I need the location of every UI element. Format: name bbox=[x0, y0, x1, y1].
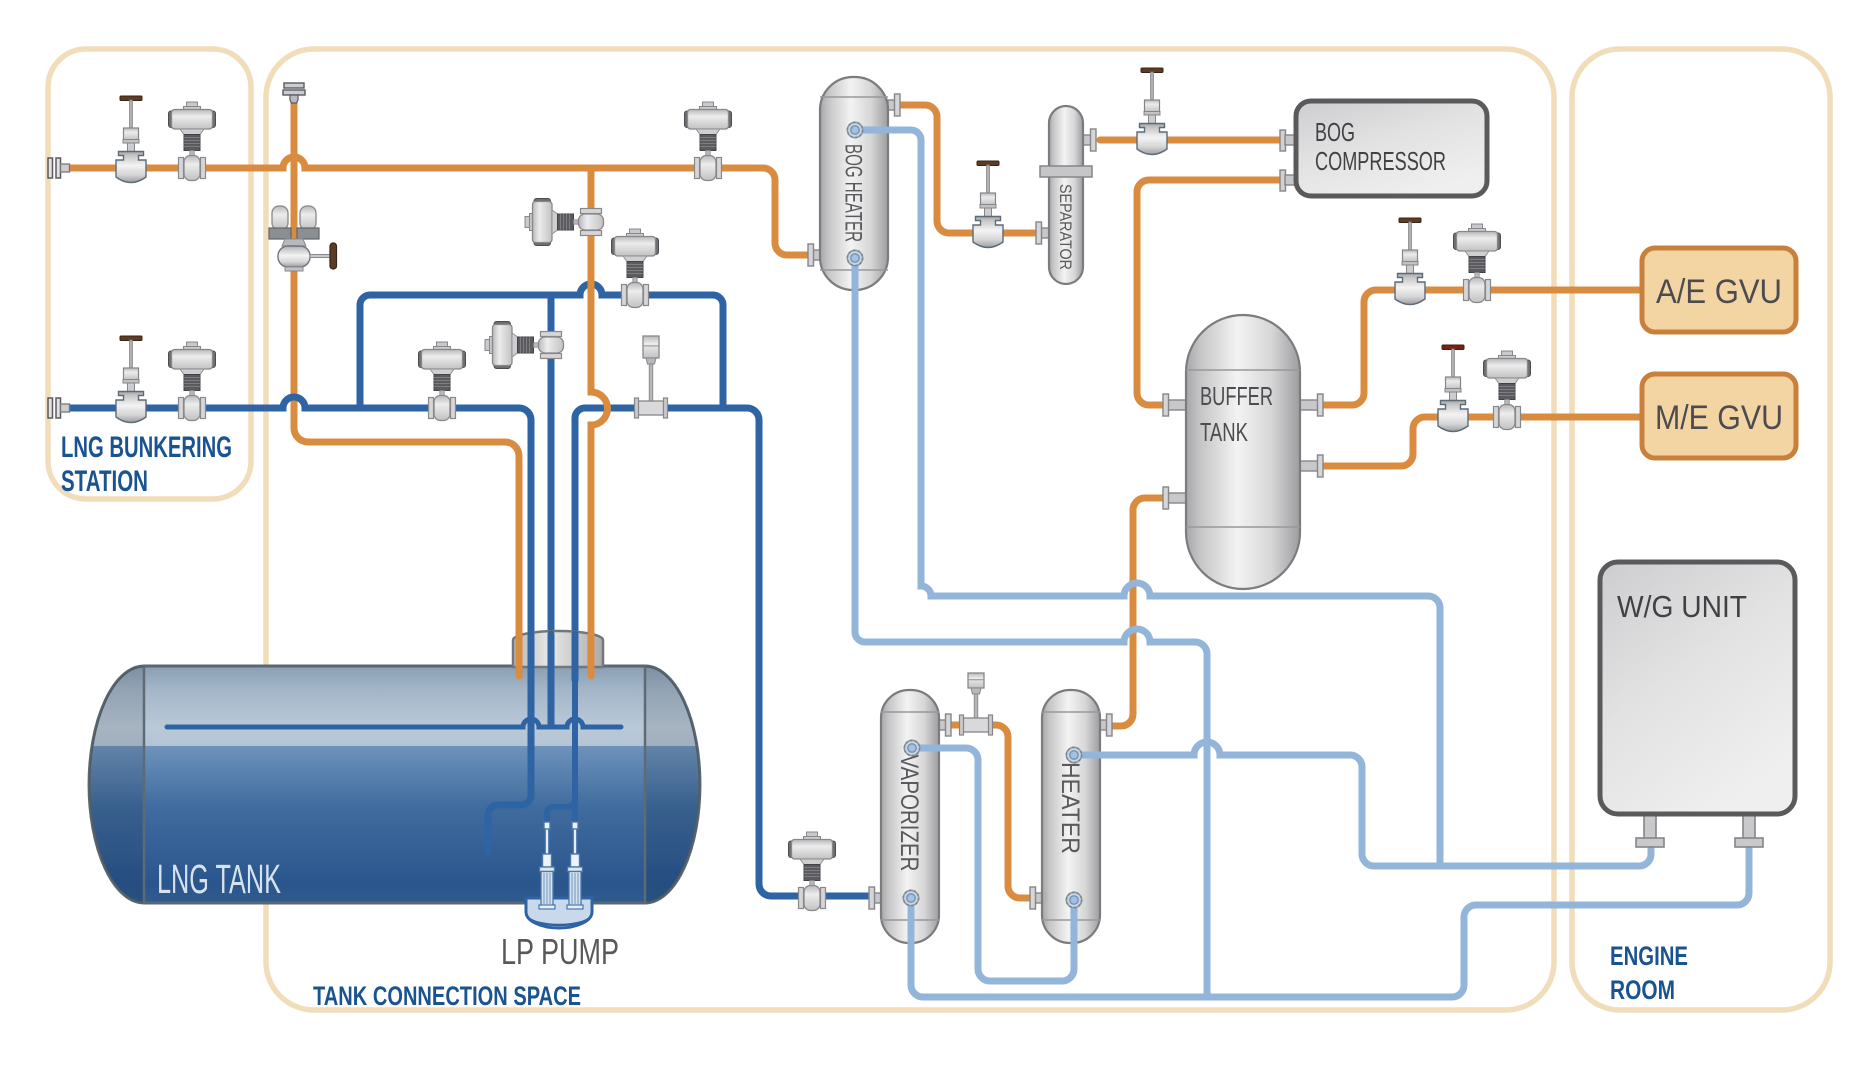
svg-text:TANK CONNECTION SPACE: TANK CONNECTION SPACE bbox=[313, 981, 581, 1011]
svg-text:ROOM: ROOM bbox=[1610, 975, 1675, 1005]
svg-text:BOG: BOG bbox=[1315, 117, 1355, 147]
svg-text:HEATER: HEATER bbox=[1056, 762, 1084, 854]
svg-text:COMPRESSOR: COMPRESSOR bbox=[1315, 146, 1446, 176]
svg-text:STATION: STATION bbox=[61, 465, 148, 498]
svg-text:ENGINE: ENGINE bbox=[1610, 941, 1688, 971]
svg-text:BUFFER: BUFFER bbox=[1200, 381, 1273, 411]
svg-text:LP PUMP: LP PUMP bbox=[501, 931, 619, 972]
svg-text:LNG TANK: LNG TANK bbox=[157, 856, 281, 902]
svg-text:A/E GVU: A/E GVU bbox=[1656, 273, 1782, 311]
svg-text:BOG HEATER: BOG HEATER bbox=[839, 144, 866, 242]
svg-text:LNG BUNKERING: LNG BUNKERING bbox=[61, 431, 232, 464]
svg-text:VAPORIZER: VAPORIZER bbox=[895, 755, 923, 872]
svg-text:SEPARATOR: SEPARATOR bbox=[1056, 184, 1075, 270]
svg-text:TANK: TANK bbox=[1200, 417, 1248, 447]
svg-text:W/G UNIT: W/G UNIT bbox=[1617, 589, 1747, 624]
svg-text:M/E GVU: M/E GVU bbox=[1655, 399, 1783, 437]
